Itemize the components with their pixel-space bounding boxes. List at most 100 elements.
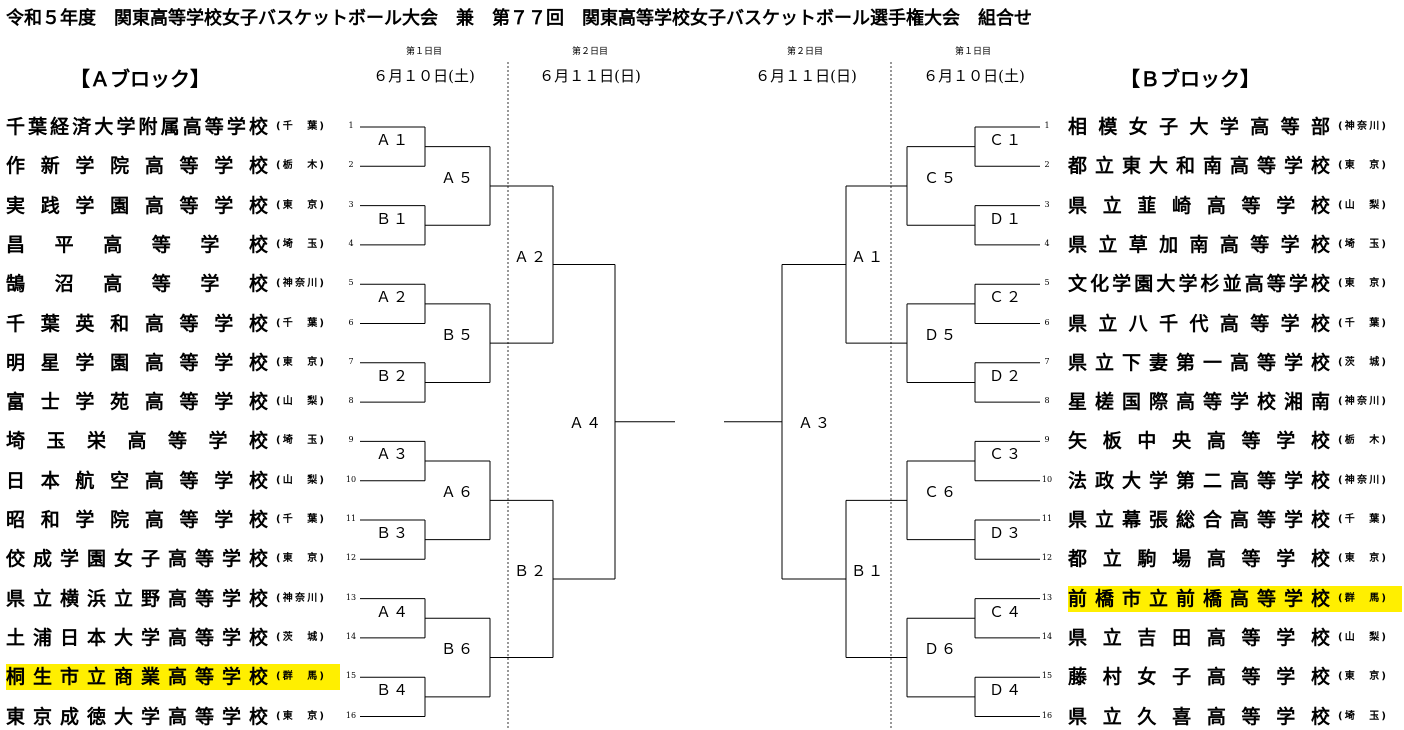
school-entry-b-16: 県立久喜高等学校 (埼 玉) [1068, 704, 1402, 730]
seed-number-a-13: 13 [345, 592, 357, 602]
school-prefecture: (東 京) [276, 199, 324, 211]
match-label-b-r3-2: Ｂ１ [850, 562, 885, 581]
school-name: 作新学院高等学校 [6, 155, 268, 178]
seed-number-a-14: 14 [345, 631, 357, 641]
match-label-b-r4: Ａ３ [797, 413, 832, 432]
seed-number-b-1: 1 [1044, 121, 1050, 130]
seed-number-b-4: 4 [1044, 238, 1050, 248]
school-name: 千葉経済大学附属高等学校 [6, 116, 268, 138]
school-entry-a-7: 明星学園高等学校(東 京) [6, 350, 340, 376]
school-name: 県立久喜高等学校 [1068, 705, 1330, 728]
match-label-b-r1-7: Ｃ４ [988, 602, 1023, 621]
school-entry-a-5: 鵠沼高等学校 (神奈川) [6, 271, 340, 297]
school-entry-a-6: 千葉英和高等学校(千 葉) [6, 311, 340, 337]
school-entry-b-3: 県立韮崎高等学校(山 梨) [1068, 193, 1402, 219]
seed-number-b-9: 9 [1044, 435, 1050, 445]
school-prefecture: (山 梨) [1338, 631, 1386, 643]
seed-number-b-12: 12 [1041, 553, 1053, 563]
school-prefecture: (茨 城) [1338, 356, 1386, 368]
day-label-a-2: 第２日目 [571, 47, 608, 57]
date-label-b-1: ６月１０日(土) [923, 67, 1025, 85]
school-name: 法政大学第二高等学校 [1068, 469, 1330, 492]
school-name: 県立横浜立野高等学校 [6, 587, 268, 610]
match-label-a-r2-1: Ａ５ [440, 168, 475, 187]
day-label-b-1: 第１日目 [954, 47, 991, 57]
match-label-b-r1-1: Ｃ１ [988, 131, 1023, 149]
page-title: 令和５年度 関東高等学校女子バスケットボール大会 兼 第７７回 関東高等学校女子… [6, 8, 1032, 29]
date-label-b-2: ６月１１日(日) [755, 67, 857, 85]
school-entry-a-2: 作新学院高等学校 (栃 木) [6, 153, 340, 179]
school-entry-b-1: 相模女子大学高等部(神奈川) [1068, 114, 1402, 140]
seed-number-b-7: 7 [1044, 356, 1050, 366]
school-prefecture: (神奈川) [1338, 396, 1386, 408]
school-prefecture: (栃 木) [276, 160, 324, 172]
date-label-a-1: ６月１０日(土) [373, 67, 475, 85]
school-entry-b-2: 都立東大和南高等学校(東 京) [1068, 153, 1402, 179]
school-name: 県立幕張総合高等学校 [1068, 509, 1330, 531]
match-label-b-r2-1: Ｃ５ [923, 168, 958, 187]
school-name: 土浦日本大学高等学校 [6, 626, 268, 649]
school-name: 県立草加南高等学校 [1068, 233, 1330, 256]
school-entry-a-15: 桐生市立商業高等学校 (群 馬) [6, 664, 340, 691]
school-name: 星槎国際高等学校湘南 [1068, 391, 1330, 414]
seed-number-a-16: 16 [345, 710, 357, 720]
seed-number-a-11: 11 [345, 514, 357, 523]
school-name: 鵠沼高等学校 [6, 273, 268, 296]
school-prefecture: (神奈川) [1338, 474, 1386, 486]
school-prefecture: (山 梨) [276, 396, 324, 408]
seed-number-a-15: 15 [345, 671, 357, 681]
match-label-b-r2-4: Ｄ６ [923, 640, 958, 659]
school-prefecture: (千 葉) [276, 514, 324, 525]
school-entry-a-16: 東京成徳大学高等学校(東 京) [6, 704, 340, 730]
school-prefecture: (千 葉) [1338, 514, 1386, 525]
match-label-a-r3-1: Ａ２ [513, 247, 548, 266]
school-entry-b-13: 前橋市立前橋高等学校(群 馬) [1068, 585, 1402, 612]
match-label-b-r2-2: Ｄ５ [923, 325, 958, 344]
school-prefecture: (山 梨) [276, 474, 324, 486]
school-name: 桐生市立商業高等学校 [6, 666, 268, 689]
school-name: 県立下妻第一高等学校 [1068, 351, 1330, 374]
match-label-a-r3-2: Ｂ２ [513, 562, 548, 581]
school-prefecture: (神奈川) [1338, 121, 1386, 132]
school-prefecture: (埼 玉) [1338, 710, 1386, 722]
match-label-a-r2-4: Ｂ６ [440, 640, 475, 659]
match-label-b-r1-5: Ｃ３ [988, 445, 1023, 464]
seed-number-a-2: 2 [348, 160, 354, 170]
match-label-a-r4: Ａ４ [568, 413, 603, 432]
school-entry-a-14: 土浦日本大学高等学校 (茨 城) [6, 625, 340, 651]
school-entry-b-5: 文化学園大学杉並高等学校(東 京) [1068, 271, 1402, 297]
school-entry-b-9: 矢板中央高等学校(栃 木) [1068, 428, 1402, 454]
match-label-a-r2-2: Ｂ５ [440, 325, 475, 344]
match-label-a-r2-3: Ａ６ [440, 483, 475, 502]
match-label-a-r1-1: Ａ１ [375, 131, 410, 149]
school-prefecture: (千 葉) [1338, 317, 1386, 329]
school-prefecture: (東 京) [276, 710, 324, 722]
seed-number-a-8: 8 [348, 396, 354, 406]
school-entry-b-7: 県立下妻第一高等学校 (茨 城) [1068, 350, 1402, 376]
school-entry-a-13: 県立横浜立野高等学校(神奈川) [6, 586, 340, 612]
school-prefecture: (埼 玉) [276, 435, 324, 447]
school-prefecture: (神奈川) [276, 278, 324, 290]
school-name: 都立東大和南高等学校 [1068, 155, 1330, 178]
seed-number-a-4: 4 [348, 238, 354, 248]
school-entry-a-8: 富士学苑高等学校(山 梨) [6, 389, 340, 415]
school-prefecture: (群 馬) [276, 671, 324, 683]
seed-number-b-14: 14 [1041, 631, 1053, 641]
school-name: 千葉英和高等学校 [6, 312, 268, 335]
school-entry-b-4: 県立草加南高等学校(埼 玉) [1068, 232, 1402, 258]
seed-number-b-11: 11 [1041, 514, 1053, 523]
school-prefecture: (東 京) [1338, 278, 1386, 290]
school-prefecture: (茨 城) [276, 631, 324, 643]
match-label-a-r1-3: Ａ２ [375, 288, 410, 307]
seed-number-a-12: 12 [345, 553, 357, 563]
seed-number-b-15: 15 [1041, 671, 1053, 681]
school-prefecture: (東 京) [276, 553, 324, 565]
match-label-b-r1-6: Ｄ３ [988, 524, 1023, 542]
school-name: 都立駒場高等学校 [1068, 548, 1330, 571]
seed-number-b-5: 5 [1044, 278, 1050, 288]
school-prefecture: (東 京) [1338, 671, 1386, 683]
seed-number-a-5: 5 [348, 278, 354, 288]
match-label-a-r1-4: Ｂ２ [375, 366, 410, 385]
school-entry-b-11: 県立幕張総合高等学校 (千 葉) [1068, 507, 1402, 533]
school-prefecture: (栃 木) [1338, 435, 1386, 447]
